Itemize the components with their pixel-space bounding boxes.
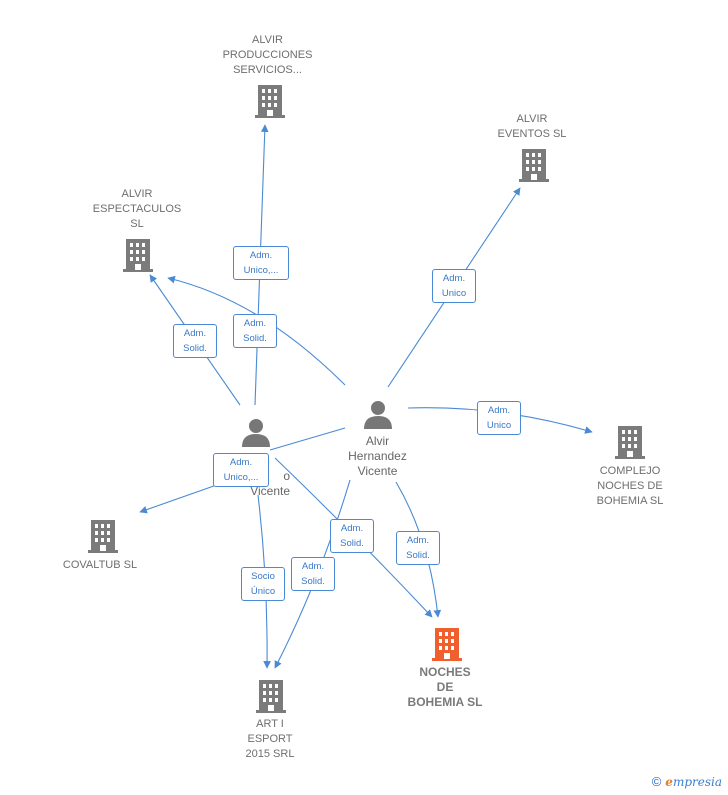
company-label-producciones[interactable]: ALVIR PRODUCCIONES SERVICIOS... xyxy=(222,34,313,76)
edge-label[interactable]: Adm. Unico,... xyxy=(233,246,289,280)
footer-brand[interactable]: ©empresia xyxy=(652,774,722,789)
brand-logo: empresia xyxy=(665,775,722,789)
edge-label[interactable]: Adm. Unico xyxy=(432,269,476,303)
copyright-icon: © xyxy=(651,774,662,789)
company-label-espectaculos[interactable]: ALVIR ESPECTACULOS SL xyxy=(92,188,182,230)
person-icon[interactable] xyxy=(240,418,272,448)
building-icon[interactable] xyxy=(254,83,286,119)
brand-e: e xyxy=(665,775,673,789)
edge-label[interactable]: Adm. Solid. xyxy=(291,557,335,591)
building-icon[interactable] xyxy=(87,518,119,554)
building-icon[interactable] xyxy=(122,237,154,273)
building-icon[interactable] xyxy=(614,424,646,460)
company-label-covaltub[interactable]: COVALTUB SL xyxy=(62,559,138,571)
company-label-complejo[interactable]: COMPLEJO NOCHES DE BOHEMIA SL xyxy=(596,465,664,507)
building-icon[interactable] xyxy=(255,678,287,714)
edge-label[interactable]: Socio Único xyxy=(241,567,285,601)
edge-label[interactable]: Adm. Unico xyxy=(477,401,521,435)
company-label-eventos[interactable]: ALVIR EVENTOS SL xyxy=(497,113,567,140)
edge-label[interactable]: Adm. Solid. xyxy=(233,314,277,348)
building-icon[interactable] xyxy=(518,147,550,183)
edge-label[interactable]: Adm. Solid. xyxy=(173,324,217,358)
edge-label[interactable]: Adm. Unico,... xyxy=(213,453,269,487)
company-label-noches[interactable]: NOCHES DE BOHEMIA SL xyxy=(407,665,483,709)
edge-label[interactable]: Adm. Solid. xyxy=(330,519,374,553)
brand-rest: mpresia xyxy=(672,775,722,789)
person-label-second[interactable]: o Vicente xyxy=(250,469,290,498)
building-icon[interactable] xyxy=(431,626,463,662)
edge-line xyxy=(269,427,346,451)
edge-label[interactable]: Adm. Solid. xyxy=(396,531,440,565)
person-icon[interactable] xyxy=(362,400,394,430)
person-label-alvir[interactable]: Alvir Hernandez Vicente xyxy=(348,434,407,478)
company-label-art[interactable]: ART I ESPORT 2015 SRL xyxy=(245,718,295,760)
